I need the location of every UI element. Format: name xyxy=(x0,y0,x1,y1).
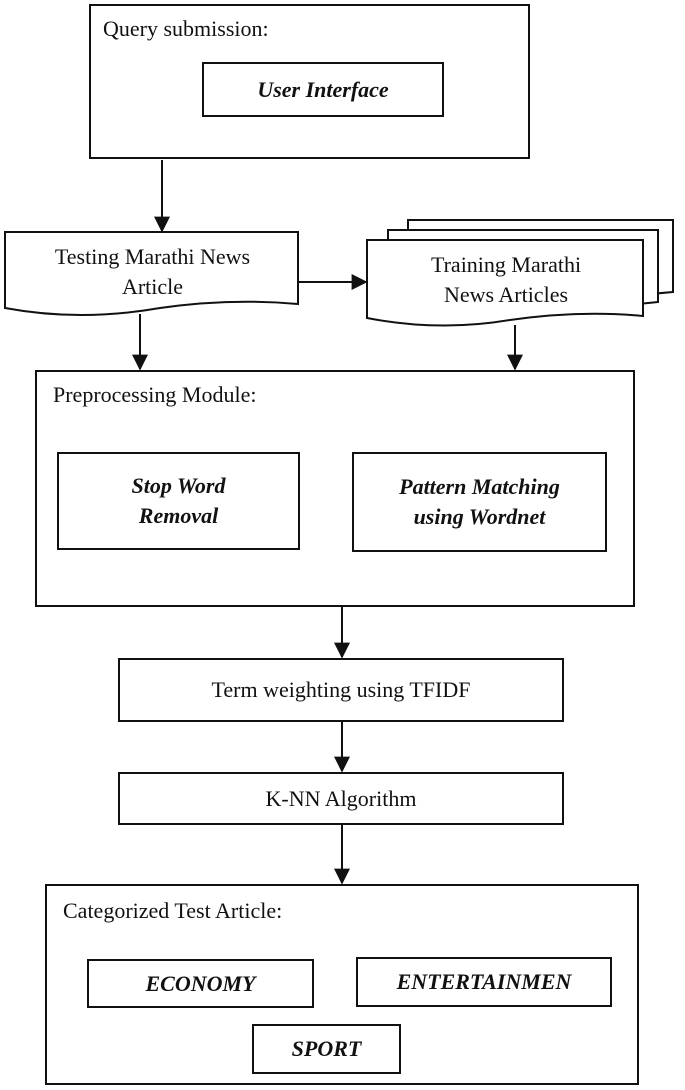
category-entertainment: ENTERTAINMEN xyxy=(356,957,612,1007)
user-interface-box: User Interface xyxy=(202,62,444,117)
testing-document-line1: Testing Marathi News xyxy=(54,244,251,269)
pattern-matching-line1: Pattern Matching xyxy=(399,474,560,499)
testing-document: Testing Marathi News Article xyxy=(10,242,295,302)
preprocessing-module-title: Preprocessing Module: xyxy=(53,382,257,407)
testing-document-line2: Article xyxy=(121,274,184,299)
stop-word-line2: Removal xyxy=(138,503,219,528)
training-document-front xyxy=(366,239,644,327)
query-submission-box xyxy=(89,4,530,159)
categorized-article-title: Categorized Test Article: xyxy=(63,898,283,923)
testing-document-shape xyxy=(4,231,299,316)
stop-word-removal-box: Stop Word Removal xyxy=(57,452,300,550)
pattern-matching-line2: using Wordnet xyxy=(413,504,546,529)
training-documents-line2: News Articles xyxy=(443,282,569,307)
stop-word-line1: Stop Word xyxy=(131,473,226,498)
pattern-matching-box: Pattern Matching using Wordnet xyxy=(352,452,607,552)
training-documents-line1: Training Marathi xyxy=(430,252,582,277)
knn-algorithm-box: K-NN Algorithm xyxy=(118,772,564,825)
category-sport: SPORT xyxy=(252,1024,401,1074)
category-economy: ECONOMY xyxy=(87,959,314,1008)
training-documents: Training Marathi News Articles xyxy=(372,250,640,310)
term-weighting-box: Term weighting using TFIDF xyxy=(118,658,564,722)
query-submission-title: Query submission: xyxy=(103,16,269,41)
